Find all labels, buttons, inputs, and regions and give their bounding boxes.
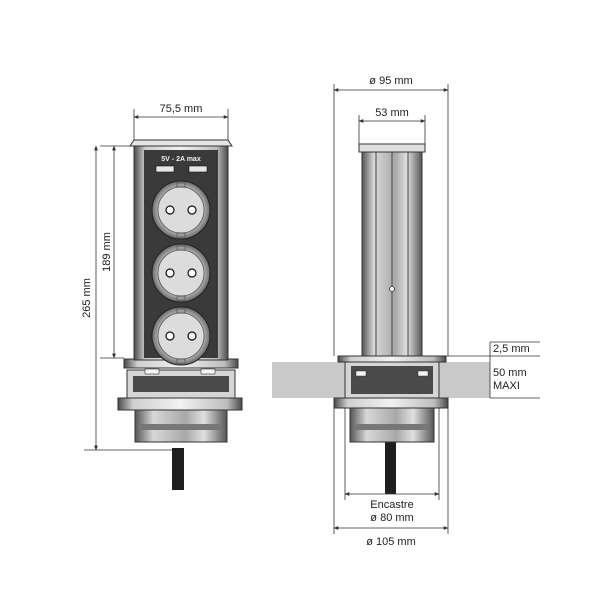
socket-earth-clip	[176, 245, 186, 251]
socket-earth-clip	[176, 182, 186, 188]
worktop-left	[272, 362, 352, 398]
worktop-label-1: 50 mm	[493, 367, 527, 379]
cutout-label: Encastre	[370, 499, 413, 511]
side-housing-inner	[351, 366, 433, 394]
socket-pin-hole	[187, 268, 197, 278]
side-housing-slot-left	[355, 370, 367, 377]
front-housing-slot-left	[144, 368, 160, 375]
socket-earth-clip	[176, 232, 186, 238]
cutout-diameter-label: ø 80 mm	[370, 512, 413, 524]
socket-height-label: 189 mm	[101, 232, 113, 272]
side-top-flange	[337, 355, 447, 363]
side-cable	[385, 442, 396, 494]
front-cap	[129, 139, 233, 147]
usb-port-left	[155, 165, 175, 173]
power-socket-recess-3	[157, 312, 205, 360]
socket-pin-hole	[165, 205, 175, 215]
socket-earth-clip	[176, 295, 186, 301]
front-view: 5V - 2A max 75,5 mm 189 mm 265 mm	[81, 103, 243, 490]
side-bottom-flange	[333, 397, 449, 409]
front-housing-inner	[133, 376, 229, 392]
socket-group	[151, 180, 211, 366]
power-socket-recess-2	[157, 249, 205, 297]
socket-pin-hole	[165, 331, 175, 341]
socket-pin-hole	[187, 205, 197, 215]
flange-label: 2,5 mm	[493, 343, 530, 355]
front-bottom-flange	[117, 397, 243, 411]
top-diameter-label: ø 95 mm	[369, 75, 412, 87]
front-housing-slot-right	[200, 368, 216, 375]
worktop-right	[432, 362, 490, 398]
side-lower-band	[355, 424, 429, 430]
usb-port-right	[188, 165, 208, 173]
socket-earth-clip	[176, 358, 186, 364]
base-diameter-label: ø 105 mm	[366, 536, 416, 548]
socket-pin-hole	[187, 331, 197, 341]
usb-rating-label: 5V - 2A max	[161, 156, 201, 163]
side-column-pin	[389, 286, 395, 292]
width-label: 75,5 mm	[160, 103, 203, 115]
socket-pin-hole	[165, 268, 175, 278]
side-view: ø 95 mm 53 mm 2,5 mm 50 mm MAXI Encastre…	[272, 75, 540, 548]
column-width-label: 53 mm	[375, 107, 409, 119]
socket-earth-clip	[176, 308, 186, 314]
power-socket-recess-1	[157, 186, 205, 234]
cable	[172, 448, 184, 490]
side-cap	[358, 143, 426, 153]
total-height-label: 265 mm	[81, 278, 93, 318]
side-housing-slot-right	[417, 370, 429, 377]
front-lower-band	[140, 424, 222, 430]
worktop-label-2: MAXI	[493, 380, 520, 392]
